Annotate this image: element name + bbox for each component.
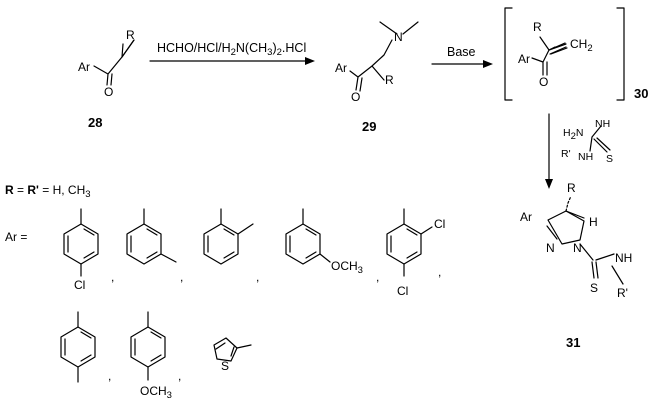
c31-r-prime: R' [617,286,628,300]
ar-4-chlorophenyl: Cl , [63,208,114,292]
sep-5: , [438,265,441,279]
c31-n2: N [573,241,582,255]
step1-reagents: HCHO/HCl/H2N(CH3)2.HCl [157,41,306,58]
reagent-h2n: H2N [563,127,583,142]
reaction-arrow-1: HCHO/HCl/H2N(CH3)2.HCl [149,41,315,65]
reaction-arrow-2: Base [431,45,493,68]
c30-o: O [539,75,548,89]
ar-definition: Ar = [5,230,27,244]
c28-ar: Ar [78,60,90,74]
ar-2-3-dimethylphenyl: , [203,208,259,284]
ar-3-methoxyphenyl: OCH3 , [285,208,379,284]
cl-2: Cl [434,217,445,231]
reaction-arrow-3 [545,113,553,189]
c31-n1: N [546,241,555,255]
c31-ar: Ar [520,210,532,224]
sep-7: , [178,369,181,383]
c30-r: R [533,20,542,34]
c30-ar: Ar [518,52,530,66]
reagent-nh-top: NH [595,118,610,130]
c29-o: O [351,90,360,104]
c28-r: R [126,28,135,42]
thiophene-s: S [221,359,229,373]
c31-r: R [567,181,576,195]
reagent-nh: NH [578,151,593,163]
ar-3-5-dimethylphenyl: , [126,208,183,284]
och3-2: OCH3 [140,384,172,401]
reagent-r-prime: R' [561,148,571,160]
compound-30: R CH2 Ar O 30 [504,7,648,101]
compound-29: N Ar R O 29 [335,21,419,134]
step2-reagent: Base [447,45,476,59]
reagent-s: S [606,153,613,165]
ar-dichlorophenyl: Cl Cl , [386,208,445,298]
thiosemicarbazide-reagent: H2N NH R' NH S [561,118,613,165]
cl-1: Cl [74,278,85,292]
ar-methylthiophene: S [213,337,252,373]
substituent-definitions: R = R' = H, CH3 Ar = [5,183,91,244]
c31-nh: NH [615,251,632,265]
compound-28: Ar R O 28 [78,28,135,130]
ar-4-methylphenyl: , [60,311,111,383]
sep-2: , [180,270,183,284]
c29-ar: Ar [335,61,347,75]
c31-s: S [590,281,598,295]
sep-4: , [376,270,379,284]
sep-3: , [256,270,259,284]
label-28: 28 [88,115,102,130]
r-definition: R = R' = H, CH3 [5,183,91,200]
compound-31: Ar R H N N NH S R' 31 [520,181,632,350]
label-31: 31 [566,335,580,350]
c30-ch2: CH2 [570,37,593,54]
c28-o: O [104,85,113,99]
label-29: 29 [362,119,376,134]
cl-3: Cl [397,284,408,298]
ar-4-methoxyphenyl: OCH3 , [130,311,181,401]
c31-h: H [589,215,598,229]
sep-1: , [111,270,114,284]
och3-1: OCH3 [331,259,363,276]
c29-n: N [394,30,403,44]
c29-r: R [385,73,394,87]
sep-6: , [108,369,111,383]
label-30: 30 [634,86,648,101]
